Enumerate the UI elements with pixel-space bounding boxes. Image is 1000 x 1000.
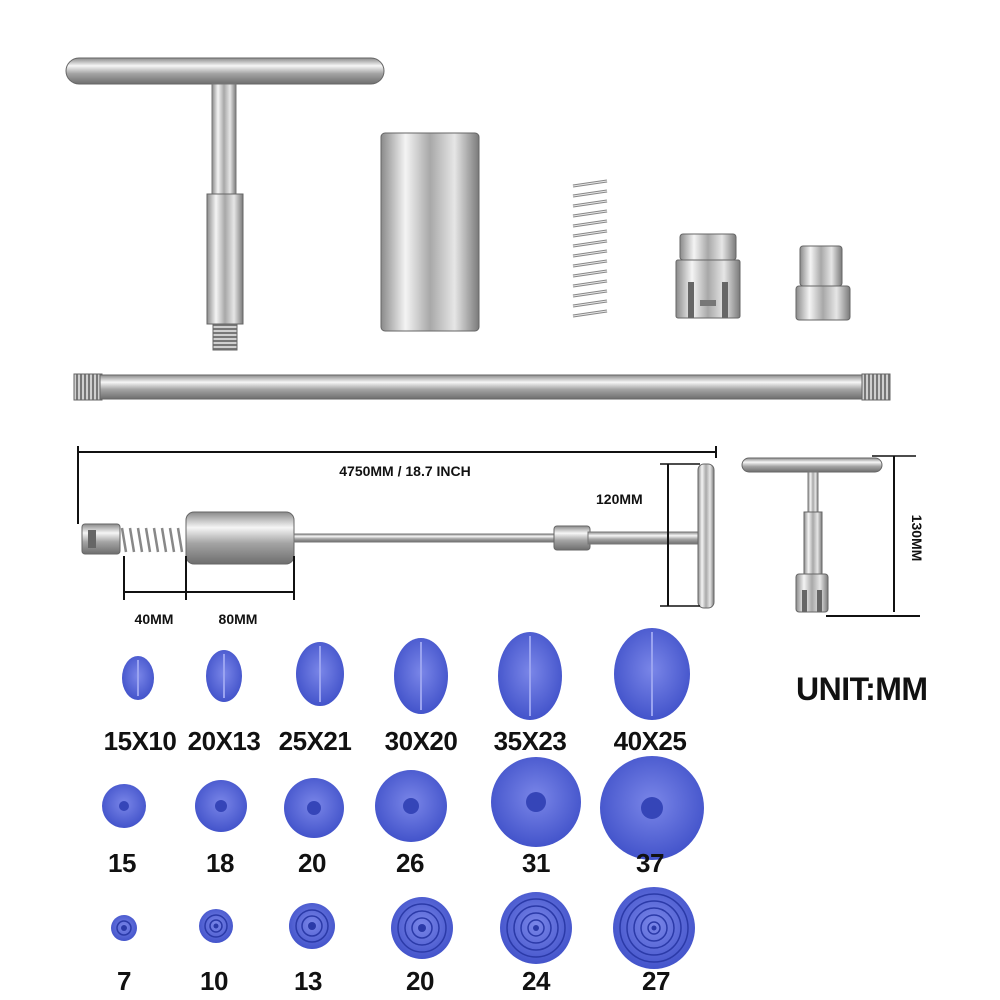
ring-tab-labels: 7 10 13 20 24 27	[117, 966, 670, 996]
tab-adapter-part	[675, 233, 741, 319]
ring-tab	[199, 909, 233, 943]
tool-height-dimension	[826, 455, 920, 617]
total-length-dimension	[77, 446, 717, 524]
ring-tab-label: 20	[406, 966, 434, 996]
oval-tab	[122, 656, 154, 700]
ring-tab-label: 10	[200, 966, 228, 996]
round-tab-label: 31	[522, 848, 550, 878]
ring-tab-label: 24	[522, 966, 551, 996]
tool-height-label: 130MM	[909, 515, 925, 562]
weight-length-label: 80MM	[219, 611, 258, 627]
ring-tab-label: 27	[642, 966, 670, 996]
unit-label: UNIT:MM	[796, 671, 928, 707]
oval-tab-label: 40X25	[614, 726, 687, 756]
oval-tab-label: 15X10	[104, 726, 177, 756]
round-tab	[195, 780, 247, 832]
round-tab-label: 15	[108, 848, 136, 878]
ring-tabs	[111, 887, 695, 969]
round-tab-label: 26	[396, 848, 424, 878]
oval-tab-labels: 15X10 20X13 25X21 30X20 35X23 40X25	[104, 726, 687, 756]
total-length-label: 4750MM / 18.7 INCH	[339, 463, 471, 479]
ring-tab-label: 13	[294, 966, 322, 996]
oval-tab-label: 30X20	[385, 726, 458, 756]
assembled-slide-hammer	[81, 463, 715, 609]
oval-tab	[614, 628, 690, 720]
round-tab	[284, 778, 344, 838]
oval-tab-label: 35X23	[494, 726, 567, 756]
end-cap-part	[795, 245, 851, 321]
oval-tab	[498, 632, 562, 720]
spring-part	[572, 179, 608, 318]
long-shaft-part	[73, 373, 891, 401]
oval-tab	[206, 650, 242, 702]
ring-tab	[111, 915, 137, 941]
ring-tab	[391, 897, 453, 959]
ring-tab-label: 7	[117, 966, 131, 996]
round-tab	[375, 770, 447, 842]
round-tab-label: 18	[206, 848, 234, 878]
oval-tab	[394, 638, 448, 714]
ring-tab	[289, 903, 335, 949]
ring-tab	[500, 892, 572, 964]
ring-tab	[613, 887, 695, 969]
small-t-tool	[741, 457, 883, 613]
oval-tab-label: 25X21	[279, 726, 352, 756]
spring-weight-dimensions	[123, 556, 295, 600]
oval-tabs	[122, 628, 690, 720]
oval-tab	[296, 642, 344, 706]
round-tab-label: 37	[636, 848, 664, 878]
oval-tab-label: 20X13	[188, 726, 261, 756]
round-tab	[491, 757, 581, 847]
round-tab-label: 20	[298, 848, 326, 878]
spring-length-label: 40MM	[135, 611, 174, 627]
slide-weight-part	[380, 132, 480, 332]
handle-height-label: 120MM	[596, 491, 643, 507]
round-tabs	[102, 756, 704, 860]
round-tab-labels: 15 18 20 26 31 37	[108, 848, 664, 878]
t-handle-part	[65, 57, 385, 351]
handle-height-dimension	[660, 463, 700, 607]
round-tab	[102, 784, 146, 828]
round-tab	[600, 756, 704, 860]
